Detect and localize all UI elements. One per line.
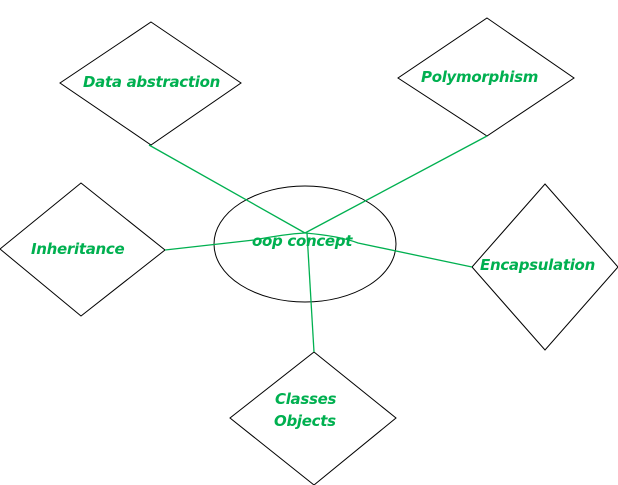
label-polymorphism: Polymorphism bbox=[421, 68, 539, 86]
diamond-inheritance bbox=[0, 182, 166, 317]
label-objects: Objects bbox=[274, 412, 336, 430]
label-inheritance: Inheritance bbox=[31, 240, 125, 258]
connector-data-abstraction bbox=[148, 144, 306, 234]
connector-classes-objects bbox=[306, 232, 315, 353]
label-encapsulation: Encapsulation bbox=[480, 256, 595, 274]
diamond-encapsulation bbox=[471, 183, 618, 351]
label-oop-concept: oop concept bbox=[252, 232, 353, 250]
label-classes: Classes bbox=[275, 390, 337, 408]
label-data-abstraction: Data abstraction bbox=[83, 73, 220, 91]
connector-encapsulation bbox=[304, 232, 473, 268]
diamond-data-abstraction bbox=[59, 21, 242, 146]
diamond-classes-objects bbox=[229, 351, 397, 485]
connector-polymorphism bbox=[304, 135, 488, 234]
connector-inheritance bbox=[164, 232, 306, 251]
